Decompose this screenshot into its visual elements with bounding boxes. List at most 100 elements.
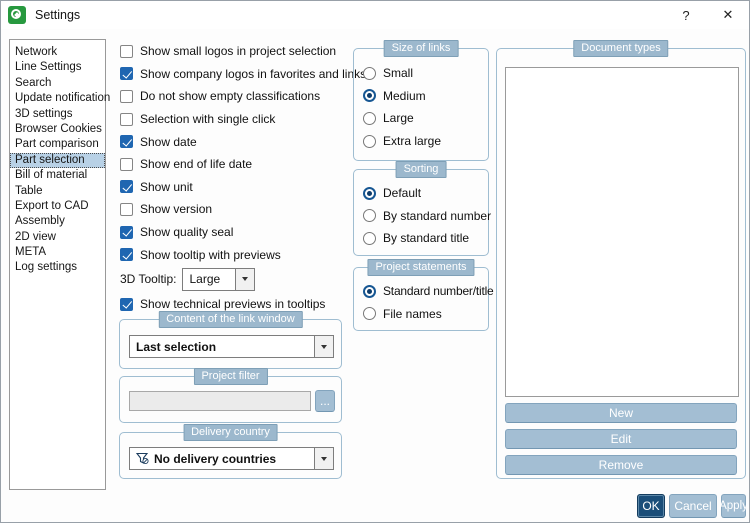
radio-row-by-standard-title[interactable]: By standard title	[363, 227, 482, 250]
checkbox-label: Show end of life date	[140, 157, 253, 172]
radio-small[interactable]	[363, 66, 376, 80]
radio-extra-large[interactable]	[363, 134, 376, 148]
delivery-country-select[interactable]: No delivery countries	[129, 447, 334, 470]
sidebar-item-part-selection[interactable]: Part selection	[10, 152, 105, 169]
help-button[interactable]: ?	[682, 7, 690, 23]
ok-button[interactable]: OK	[637, 494, 665, 518]
option-row[interactable]: Show company logos in favorites and link…	[120, 63, 366, 86]
radio-row-standard-number-title[interactable]: Standard number/title	[363, 280, 494, 303]
option-row[interactable]: Show end of life date	[120, 153, 352, 176]
radio-label: By standard title	[383, 231, 470, 246]
part-selection-options: Show small logos in project selection Sh…	[120, 40, 366, 316]
tooltip-3d-value: Large	[189, 272, 221, 287]
radio-large[interactable]	[363, 111, 376, 125]
radio-row-extra-large[interactable]: Extra large	[363, 130, 482, 153]
document-types-edit-button[interactable]: Edit	[505, 429, 737, 449]
chevron-down-icon[interactable]	[314, 336, 333, 357]
radio-label: Extra large	[383, 134, 442, 149]
radio-label: Medium	[383, 88, 426, 103]
checkbox-label: Show quality seal	[140, 225, 234, 240]
delivery-country-group: Delivery country No delivery countries	[119, 424, 342, 479]
link-window-group: Content of the link window Last selectio…	[119, 311, 342, 369]
sidebar-item-2d-view[interactable]: 2D view	[15, 230, 56, 243]
document-types-remove-button[interactable]: Remove	[505, 455, 737, 475]
delivery-country-value: No delivery countries	[154, 451, 277, 466]
option-row[interactable]: Selection with single click	[120, 108, 352, 131]
checkbox-show-tooltip-previews[interactable]	[120, 248, 133, 262]
link-window-group-title: Content of the link window	[158, 311, 303, 328]
chevron-down-icon[interactable]	[235, 268, 255, 290]
checkbox-hide-empty-classifications[interactable]	[120, 89, 133, 103]
tooltip-3d-select[interactable]: Large	[182, 267, 256, 291]
project-statements-group: Project statements Standard number/title…	[353, 259, 494, 331]
checkbox-single-click-selection[interactable]	[120, 112, 133, 126]
link-window-select[interactable]: Last selection	[129, 335, 334, 358]
radio-row-file-names[interactable]: File names	[363, 303, 482, 326]
sidebar-item-log-settings[interactable]: Log settings	[15, 261, 78, 274]
no-delivery-filter-icon	[136, 452, 149, 465]
checkbox-label: Show unit	[140, 179, 193, 194]
sidebar-item-search[interactable]: Search	[15, 76, 52, 89]
project-filter-group-title: Project filter	[193, 368, 268, 385]
sidebar-item-export-to-cad[interactable]: Export to CAD	[15, 199, 89, 212]
option-row[interactable]: Show date	[120, 130, 352, 153]
radio-label: By standard number	[383, 208, 492, 223]
sidebar-item-update-notification[interactable]: Update notification	[15, 92, 111, 105]
radio-by-standard-title[interactable]	[363, 231, 376, 245]
document-types-new-button[interactable]: New	[505, 403, 737, 423]
checkbox-show-end-of-life-date[interactable]	[120, 157, 133, 171]
radio-by-standard-number[interactable]	[363, 209, 376, 223]
sidebar-item-line-settings[interactable]: Line Settings	[15, 61, 82, 74]
checkbox-label: Show small logos in project selection	[140, 44, 337, 59]
checkbox-label: Show technical previews in tooltips	[140, 297, 326, 312]
radio-label: Small	[383, 66, 414, 81]
radio-row-medium[interactable]: Medium	[363, 85, 482, 108]
radio-label: File names	[383, 306, 442, 321]
radio-standard-number-title[interactable]	[363, 284, 376, 298]
option-row[interactable]: Show unit	[120, 176, 352, 199]
option-row[interactable]: Show version	[120, 198, 352, 221]
checkbox-show-unit[interactable]	[120, 180, 133, 194]
sidebar-item-table[interactable]: Table	[15, 184, 43, 197]
apply-button[interactable]: Apply	[719, 494, 748, 518]
sidebar-item-part-comparison[interactable]: Part comparison	[15, 138, 99, 151]
radio-default[interactable]	[363, 186, 376, 200]
radio-file-names[interactable]	[363, 307, 376, 321]
option-row[interactable]: Show quality seal	[120, 221, 352, 244]
radio-medium[interactable]	[363, 89, 376, 103]
project-filter-browse-button[interactable]: ...	[315, 390, 335, 412]
option-row[interactable]: Show tooltip with previews	[120, 243, 352, 266]
option-row[interactable]: Do not show empty classifications	[120, 85, 352, 108]
sorting-group: Sorting Default By standard number By st…	[353, 161, 491, 256]
project-filter-input[interactable]	[129, 391, 311, 411]
checkbox-show-technical-previews[interactable]	[120, 297, 133, 311]
chevron-down-icon[interactable]	[314, 448, 333, 469]
sidebar-item-browser-cookies[interactable]: Browser Cookies	[15, 122, 102, 135]
sidebar-item-meta[interactable]: META	[15, 246, 47, 259]
option-row[interactable]: Show technical previews in tooltips	[120, 293, 352, 316]
option-row[interactable]: Show small logos in project selection	[120, 40, 352, 63]
checkbox-show-version[interactable]	[120, 202, 133, 216]
sorting-group-title: Sorting	[395, 161, 447, 178]
size-of-links-group: Size of links Small Medium Large Extra l…	[353, 40, 489, 161]
close-button[interactable]: ✕	[722, 7, 734, 22]
document-types-list[interactable]	[505, 67, 739, 397]
checkbox-show-company-logos[interactable]	[120, 67, 133, 81]
project-filter-group: Project filter ...	[119, 368, 342, 423]
tooltip-3d-label: 3D Tooltip:	[120, 272, 177, 287]
sidebar-item-assembly[interactable]: Assembly	[15, 215, 65, 228]
radio-row-large[interactable]: Large	[363, 107, 482, 130]
document-types-group: Document types New Edit Remove	[496, 40, 746, 479]
radio-label: Large	[383, 111, 414, 126]
radio-row-default[interactable]: Default	[363, 182, 482, 205]
checkbox-label: Show company logos in favorites and link…	[140, 66, 367, 81]
checkbox-show-quality-seal[interactable]	[120, 225, 133, 239]
checkbox-show-small-logos[interactable]	[120, 44, 133, 58]
checkbox-show-date[interactable]	[120, 135, 133, 149]
cancel-button[interactable]: Cancel	[669, 494, 717, 518]
sidebar-item-bill-of-material[interactable]: Bill of material	[15, 169, 88, 182]
radio-row-small[interactable]: Small	[363, 62, 482, 85]
sidebar-item-network[interactable]: Network	[15, 46, 58, 58]
sidebar-item-3d-settings[interactable]: 3D settings	[15, 107, 73, 120]
radio-row-by-standard-number[interactable]: By standard number	[363, 205, 491, 228]
